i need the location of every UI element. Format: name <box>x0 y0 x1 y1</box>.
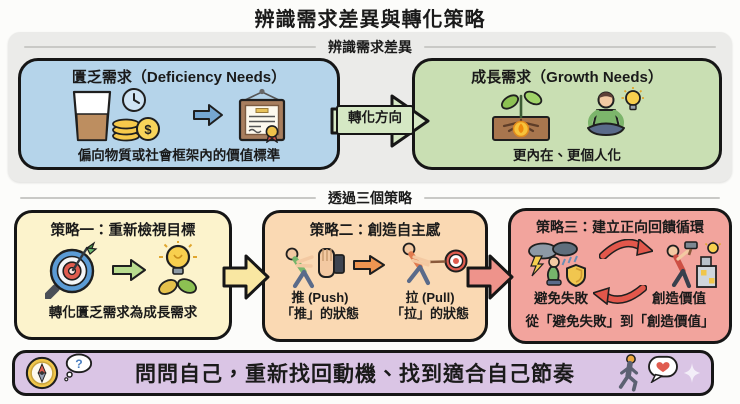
pull-label-group: 拉 (Pull) 「拉」的狀態 <box>391 290 469 322</box>
coins-icon: $ <box>112 117 160 142</box>
push-label: 推 (Push) <box>291 290 349 305</box>
growth-caption: 更內在、更個人化 <box>513 148 621 163</box>
divider-line <box>424 46 716 48</box>
push-hand-icon <box>285 247 345 289</box>
avoid-failure-label: 避免失敗 <box>534 291 588 306</box>
divider-line <box>24 46 316 48</box>
create-value-label: 創造價值 <box>652 291 706 306</box>
strategy3-box: 策略三：建立正向回饋循環 <box>508 208 732 344</box>
divider-line <box>20 197 316 199</box>
identify-section-label: 辨識需求差異 <box>328 39 412 55</box>
strategy1-box: 策略一：重新檢視目標 轉化匱乏需求為成長需求 <box>14 210 232 340</box>
connector-arrow-yellow <box>222 254 270 300</box>
glass-clock-coins-icon: $ <box>72 88 160 142</box>
strategies-section-label: 透過三個策略 <box>328 190 412 206</box>
pull-rope-target-icon <box>402 242 468 286</box>
identify-section: 辨識需求差異 匱乏需求（Deficiency Needs） $ <box>8 32 732 182</box>
strategy3-title: 策略三：建立正向回饋循環 <box>536 219 704 235</box>
compass-icon <box>25 356 59 390</box>
divider-line <box>424 197 720 199</box>
pull-state: 「拉」的狀態 <box>390 306 469 321</box>
arrow-right-icon <box>353 255 385 275</box>
svg-text:$: $ <box>144 122 152 137</box>
dollar-coin-icon <box>136 117 160 141</box>
transform-direction-label: 轉化方向 <box>336 105 414 135</box>
meditation-icon <box>587 87 644 136</box>
strategy3-caption: 從「避免失敗」到「創造價值」 <box>525 314 715 329</box>
certificate-icon <box>238 88 286 143</box>
cycle-arrow-top-icon <box>599 239 653 259</box>
thought-question-icon: ? <box>64 353 93 382</box>
lightbulb-leaves-icon <box>158 241 197 295</box>
builder-icon <box>666 241 721 289</box>
footer-banner: ? 問問自己，重新找回動機、找到適合自己節奏 <box>12 350 714 396</box>
push-label-group: 推 (Push) 「推」的狀態 <box>281 290 359 322</box>
strategy2-title: 策略二：創造自主感 <box>309 223 441 239</box>
footer-text: 問問自己，重新找回動機、找到適合自己節奏 <box>135 363 575 386</box>
growth-title: 成長需求（Growth Needs） <box>471 69 663 86</box>
svg-text:?: ? <box>75 357 82 371</box>
page-title: 辨識需求差異與轉化策略 <box>254 9 486 31</box>
deficiency-title: 匱乏需求（Deficiency Needs） <box>71 69 287 86</box>
deficiency-caption: 偏向物質或社會框架內的價值標準 <box>77 148 281 163</box>
sprout-icon <box>492 90 550 141</box>
sparkle-icon <box>683 363 701 383</box>
strategy2-box: 策略二：創造自主感 推 (Push) 「推」的狀態 <box>262 210 488 342</box>
target-magnifier-icon <box>45 241 98 299</box>
cycle-arrow-bottom-icon <box>593 285 647 305</box>
identify-section-header: 辨識需求差異 <box>24 37 716 57</box>
arrow-right-icon <box>193 104 223 126</box>
strategies-section-header: 透過三個策略 <box>20 188 720 208</box>
deficiency-needs-box: 匱乏需求（Deficiency Needs） $ <box>18 58 340 170</box>
storm-shield-icon <box>528 241 586 287</box>
strategy1-caption: 轉化匱乏需求為成長需求 <box>48 305 198 320</box>
push-state: 「推」的狀態 <box>280 306 359 321</box>
heart-bubble-icon <box>648 355 678 383</box>
strategy1-title: 策略一：重新檢視目標 <box>50 223 196 239</box>
arrow-right-icon <box>112 259 146 281</box>
lightbulb-icon <box>621 87 644 111</box>
growth-needs-box: 成長需求（Growth Needs） <box>412 58 722 170</box>
walking-person-icon <box>618 354 639 392</box>
pull-label: 拉 (Pull) <box>405 290 455 305</box>
connector-arrow-pink <box>466 254 514 300</box>
